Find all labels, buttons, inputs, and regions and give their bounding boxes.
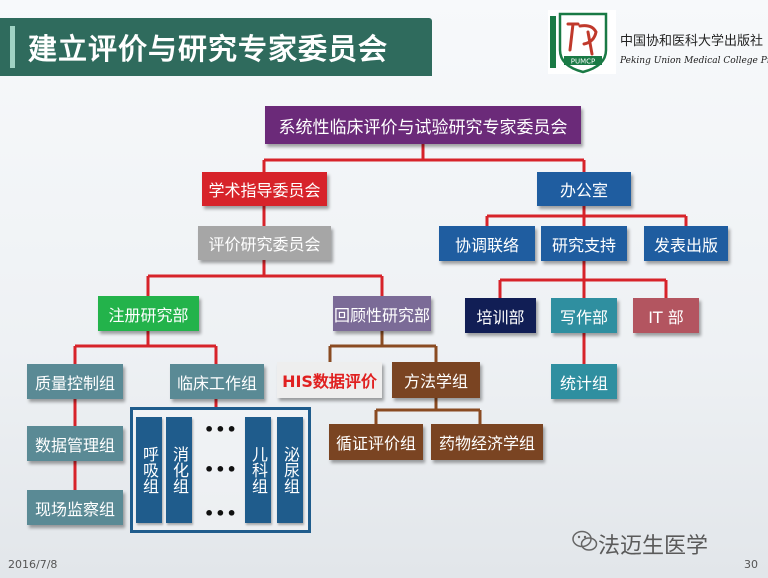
slide-date: 2016/7/8	[8, 558, 58, 571]
wechat-icon	[572, 530, 598, 556]
urology-label: 泌尿组	[281, 446, 300, 494]
coordination: 协调联络	[439, 226, 535, 261]
digestive-group: 消化组	[166, 417, 192, 523]
root-committee: 系统性临床评价与试验研究专家委员会	[265, 106, 581, 144]
title-accent	[10, 26, 15, 68]
press-logo: PUMCP	[548, 10, 616, 74]
ellipsis-3: •••	[204, 504, 238, 523]
registry-dept: 注册研究部	[98, 296, 199, 331]
academic-committee: 学术指导委员会	[202, 172, 327, 206]
ellipsis-1: •••	[204, 420, 238, 439]
site-monitor-group: 现场监察组	[27, 490, 123, 525]
ellipsis-2: •••	[204, 460, 238, 479]
publishing: 发表出版	[644, 226, 728, 261]
pediatrics-label: 儿科组	[249, 446, 268, 494]
research-support: 研究支持	[541, 226, 627, 261]
watermark-text: 法迈生医学	[598, 534, 709, 559]
clinical-group: 临床工作组	[170, 364, 264, 399]
retro-dept: 回顾性研究部	[333, 296, 431, 331]
stats-group: 统计组	[551, 364, 617, 399]
qc-group: 质量控制组	[27, 364, 123, 399]
his-data-eval: HIS数据评价	[277, 362, 382, 398]
pharmacoeconomics-group: 药物经济学组	[431, 424, 543, 460]
title-bar: 建立评价与研究专家委员会	[0, 18, 432, 76]
it-dept: IT 部	[633, 298, 699, 333]
page-title: 建立评价与研究专家委员会	[28, 32, 389, 66]
urology-group: 泌尿组	[277, 417, 303, 523]
press-name-cn: 中国协和医科大学出版社	[620, 34, 764, 49]
pediatrics-group: 儿科组	[245, 417, 271, 523]
writing-dept: 写作部	[551, 298, 617, 333]
slide-page-number: 30	[744, 558, 758, 571]
digestive-label: 消化组	[170, 446, 189, 494]
logo-text: PUMCP	[571, 58, 596, 66]
office: 办公室	[537, 172, 631, 206]
respiratory-group: 呼吸组	[136, 417, 162, 523]
press-name-en: Peking Union Medical College Press	[620, 56, 768, 66]
methods-group: 方法学组	[392, 362, 480, 398]
ebm-group: 循证评价组	[329, 424, 423, 460]
eval-committee: 评价研究委员会	[198, 226, 331, 260]
data-mgmt-group: 数据管理组	[27, 426, 123, 461]
training-dept: 培训部	[465, 298, 536, 333]
respiratory-label: 呼吸组	[140, 446, 159, 494]
